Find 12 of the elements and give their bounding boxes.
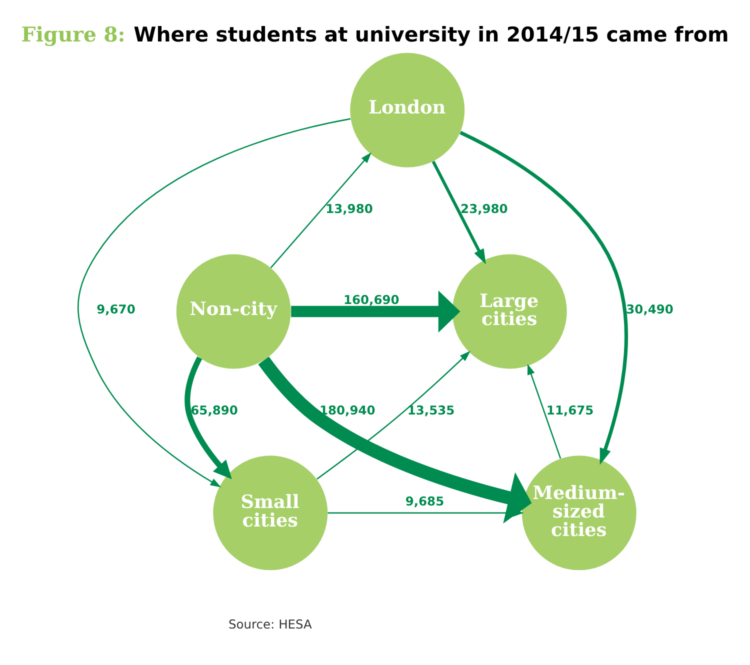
edge-label: 65,890 [190, 402, 238, 417]
edge-label: 13,535 [406, 402, 454, 417]
edge-label: 13,980 [325, 201, 372, 216]
caption: Source: HESA [228, 617, 312, 632]
edge-label: 180,940 [318, 402, 375, 417]
edge-label: 9,685 [404, 494, 444, 508]
edge-label: 11,675 [546, 402, 594, 417]
diagram-title: Figure 8: Where students at university in 2014/15 came from [20, 22, 728, 46]
edge-label: 30,490 [626, 302, 673, 316]
edge-label: 9,670 [96, 302, 135, 316]
edge-label: 23,980 [460, 201, 508, 216]
edge-label: 160,690 [342, 292, 399, 306]
